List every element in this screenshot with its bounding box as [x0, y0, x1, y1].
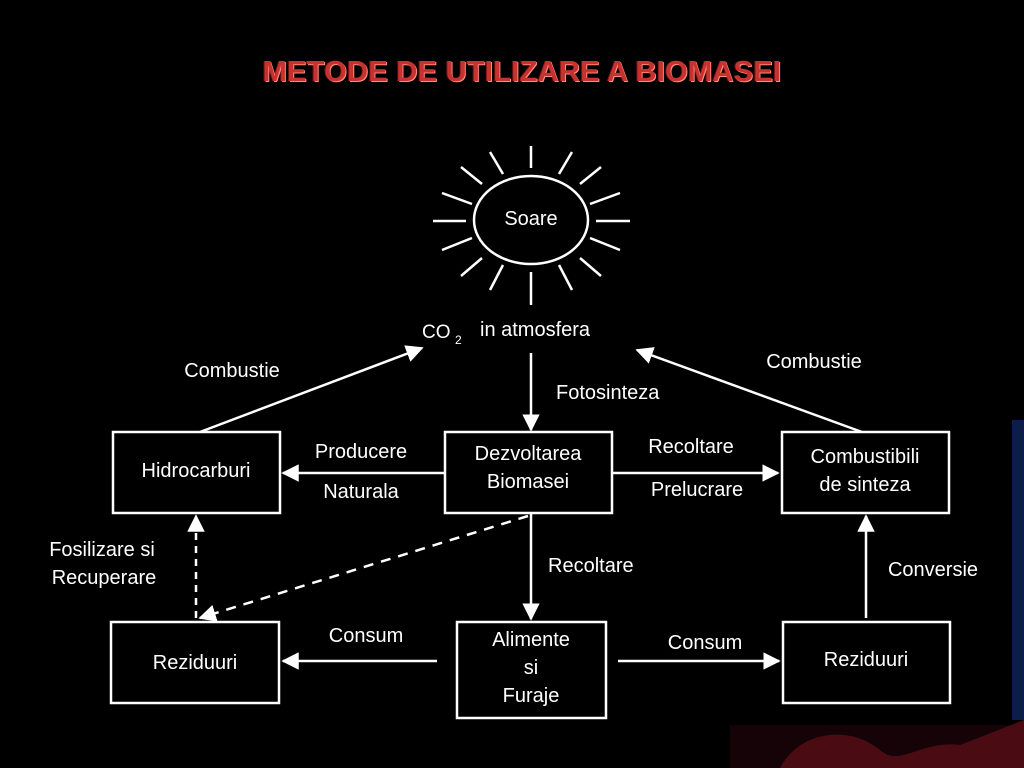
edge-label-recoltare-top: Recoltare: [648, 436, 734, 458]
edge-label-fosilizare: Fosilizare si: [49, 539, 155, 561]
reziduuri-left-label: Reziduuri: [153, 652, 237, 674]
node-combustibili-de-sinteza: [780, 430, 951, 515]
page-title: METODE DE UTILIZARE A BIOMASEI: [262, 56, 782, 88]
alimente-label-line3: Furaje: [503, 685, 560, 707]
arrow-dezvoltarea-reziduuri-dashed: [198, 514, 529, 622]
edge-label-combustie-right: Combustie: [766, 351, 862, 373]
node-hidrocarburi: [111, 430, 282, 515]
edge-label-consum-right: Consum: [668, 632, 742, 654]
co2-label: CO: [422, 322, 451, 343]
background-swoosh: [730, 420, 1024, 768]
alimente-label-line1: Alimente: [492, 629, 570, 651]
node-reziduuri-right: [781, 620, 952, 705]
combustibili-label-line1: Combustibili: [811, 446, 920, 468]
arrow-combustie-left: [199, 345, 424, 434]
edge-label-recuperare: Recuperare: [52, 567, 157, 589]
co2-subscript: 2: [455, 333, 462, 347]
arrow-combustie-right: [635, 347, 863, 434]
edge-label-combustie-left: Combustie: [184, 360, 280, 382]
dezvoltarea-label-line1: Dezvoltarea: [475, 443, 583, 465]
alimente-label-line2: si: [524, 657, 538, 679]
sun-icon: [433, 146, 630, 305]
atmosphere-label: in atmosfera: [480, 319, 591, 341]
node-alimente-si-furaje: [455, 620, 608, 720]
edge-label-prelucrare: Prelucrare: [651, 479, 743, 501]
edge-label-fotosinteza: Fotosinteza: [556, 382, 660, 404]
hidrocarburi-label: Hidrocarburi: [142, 460, 251, 482]
edge-label-producere: Producere: [315, 441, 407, 463]
node-reziduuri-left: [109, 620, 281, 705]
edge-label-consum-left: Consum: [329, 625, 403, 647]
reziduuri-right-label: Reziduuri: [824, 649, 908, 671]
sun-label: Soare: [504, 208, 557, 230]
dezvoltarea-label-line2: Biomasei: [487, 471, 569, 493]
edge-label-recoltare-mid: Recoltare: [548, 555, 634, 577]
edge-label-conversie: Conversie: [888, 559, 978, 581]
combustibili-label-line2: de sinteza: [819, 474, 911, 496]
edge-label-naturala: Naturala: [323, 481, 399, 503]
